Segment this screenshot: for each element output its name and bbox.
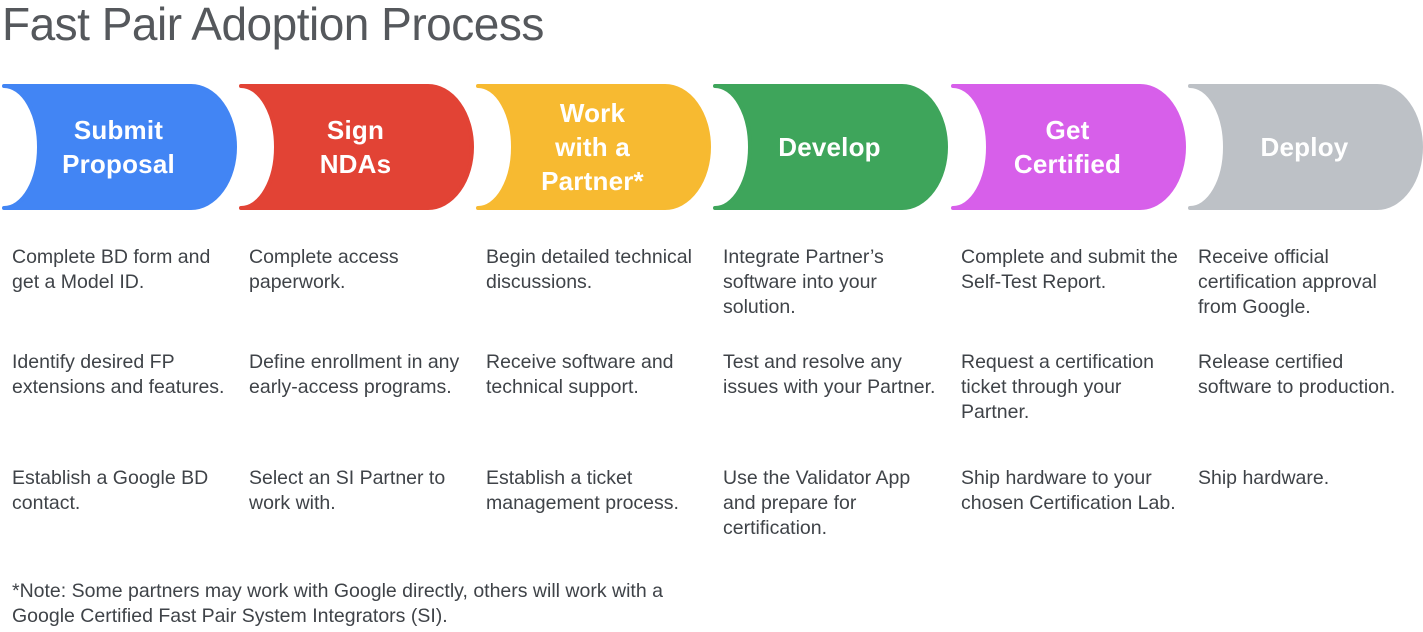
- step-shape-path: [476, 84, 711, 210]
- note-item: Receive official certification approval …: [1198, 246, 1377, 318]
- step-shape-path: [713, 84, 948, 210]
- note-item: Integrate Partner’s software into your s…: [723, 246, 884, 318]
- note-item: Request a certification ticket through y…: [961, 351, 1154, 423]
- step-chevron-shape: [239, 84, 474, 210]
- note-item: Release certified software to production…: [1198, 351, 1396, 398]
- note-item: Establish a Google BD contact.: [12, 467, 209, 514]
- step-notes-sign-ndas: Complete access paperwork. Define enroll…: [249, 245, 471, 580]
- step-notes-submit-proposal: Complete BD form and get a Model ID. Ide…: [12, 245, 234, 580]
- step-shape-path: [2, 84, 237, 210]
- step-shape-path: [239, 84, 474, 210]
- note-item: Ship hardware to your chosen Certificati…: [961, 467, 1176, 514]
- note-item: Identify desired FP extensions and featu…: [12, 351, 225, 398]
- step-notes-get-certified: Complete and submit the Self-Test Report…: [961, 245, 1183, 580]
- footnote: *Note: Some partners may work with Googl…: [12, 580, 663, 627]
- note-item: Begin detailed technical discussions.: [486, 246, 692, 293]
- note-item: Select an SI Partner to work with.: [249, 467, 446, 514]
- step-notes-work-with-a-partner: Begin detailed technical discussions. Re…: [486, 245, 708, 580]
- step-title: Deploy: [1260, 132, 1349, 162]
- step-shape-path: [951, 84, 1186, 210]
- process-step-deploy: Deploy: [1186, 84, 1423, 210]
- note-item: Complete and submit the Self-Test Report…: [961, 246, 1178, 293]
- step-chevron-shape: [713, 84, 948, 210]
- step-notes-deploy: Receive official certification approval …: [1198, 245, 1420, 580]
- note-item: Use the Validator App and prepare for ce…: [723, 467, 911, 539]
- step-title: Develop: [778, 132, 881, 162]
- note-item: Complete BD form and get a Model ID.: [12, 246, 211, 293]
- step-chevron-shape: [2, 84, 237, 210]
- step-chevron-shape: [951, 84, 1186, 210]
- step-shape-path: [1188, 84, 1423, 210]
- process-step-develop: Develop: [711, 84, 948, 210]
- page-title: Fast Pair Adoption Process: [2, 0, 544, 50]
- step-chevron-shape: [476, 84, 711, 210]
- note-item: Ship hardware.: [1198, 467, 1330, 489]
- step-notes-develop: Integrate Partner’s software into your s…: [723, 245, 945, 580]
- note-item: Receive software and technical support.: [486, 351, 674, 398]
- note-item: Test and resolve any issues with your Pa…: [723, 351, 936, 398]
- step-chevron-shape: [1188, 84, 1423, 210]
- note-item: Complete access paperwork.: [249, 246, 399, 293]
- note-item: Define enrollment in any early-access pr…: [249, 351, 460, 398]
- note-item: Establish a ticket management process.: [486, 467, 679, 514]
